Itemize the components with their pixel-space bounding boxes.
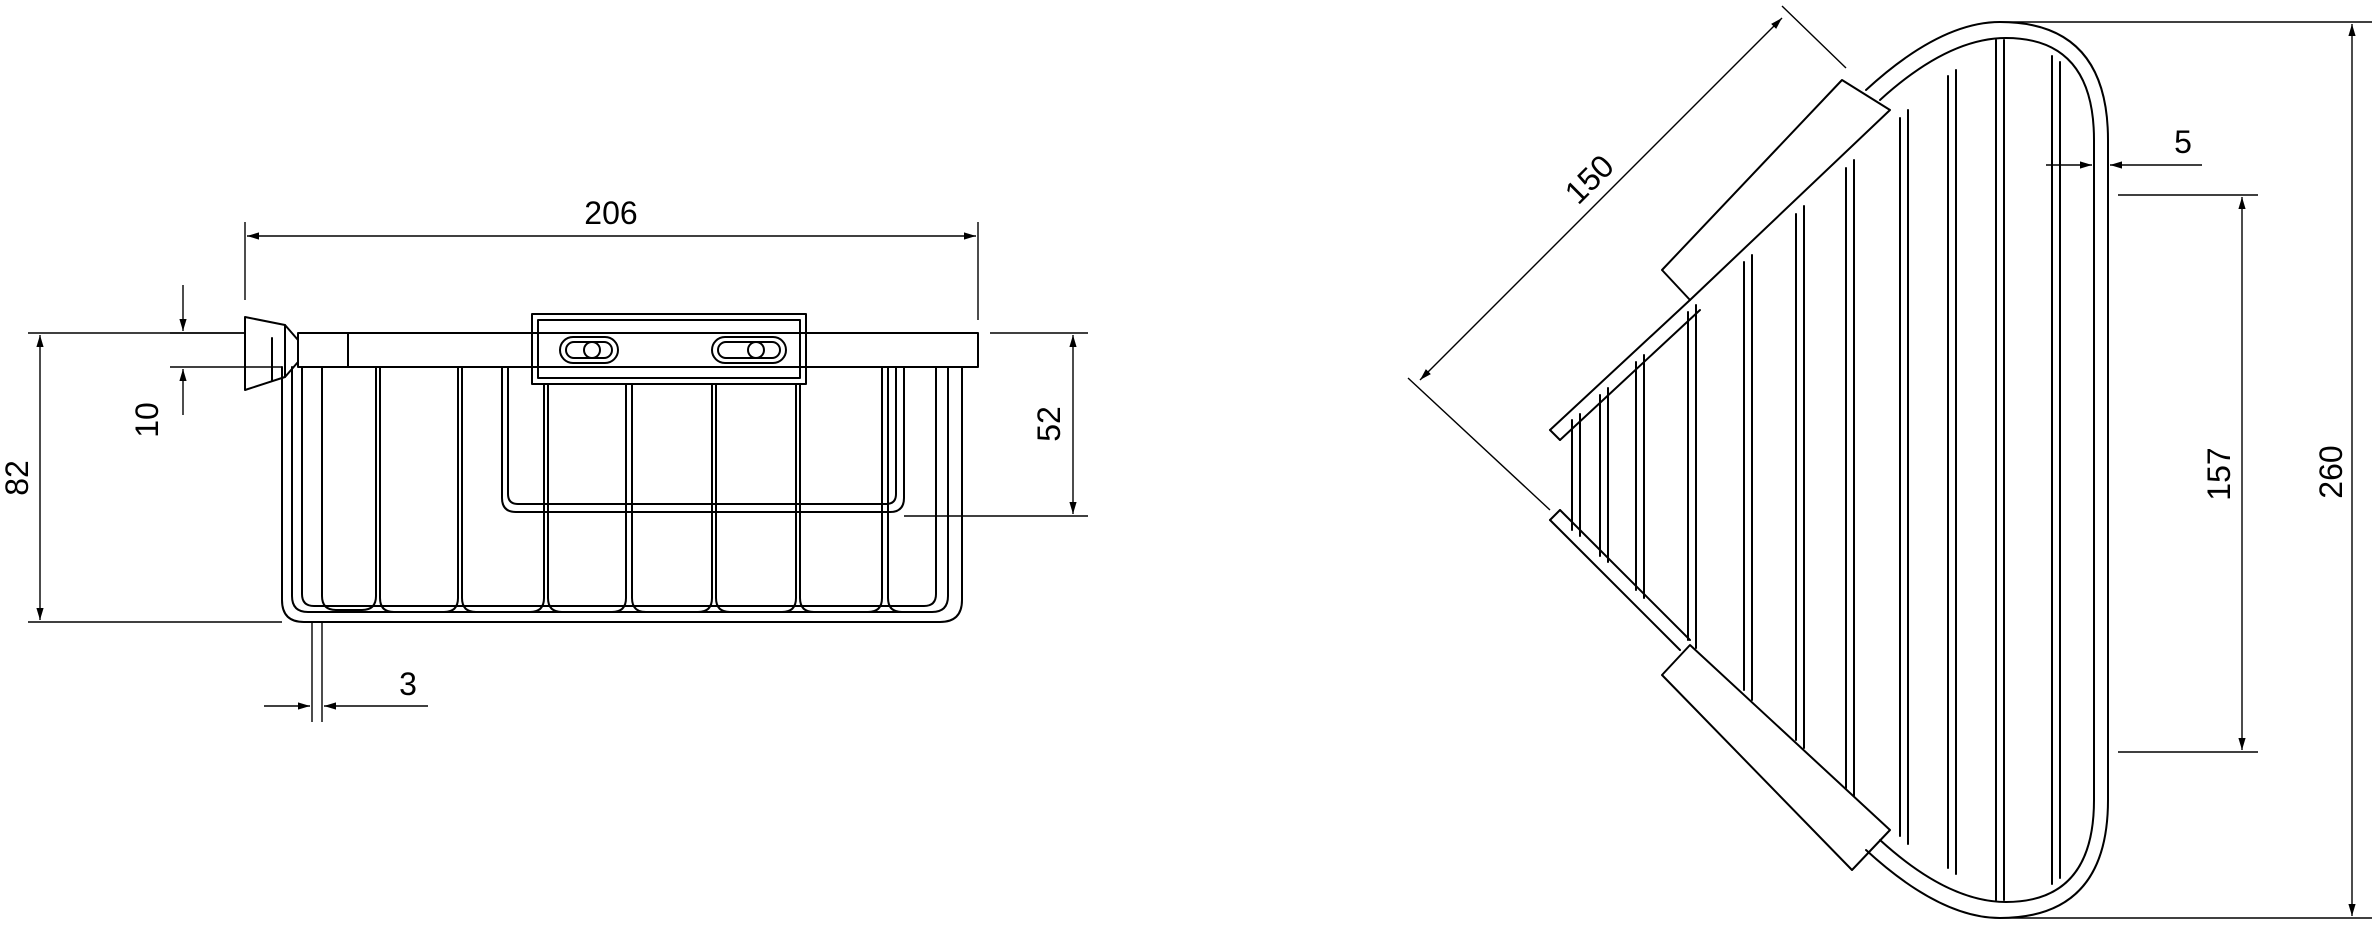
- dim-5-label: 5: [2174, 124, 2192, 160]
- dim-3-label: 3: [399, 666, 417, 702]
- dim-82: 82: [0, 332, 282, 623]
- dim-10: 10: [129, 285, 282, 438]
- side-view: 206 10 82 52 3: [0, 195, 1088, 722]
- dim-260-label: 260: [2313, 445, 2349, 498]
- top-view: 150 5 157 260: [1407, 5, 2372, 919]
- dim-157: 157: [2118, 194, 2258, 753]
- dim-150-label: 150: [1558, 148, 1621, 211]
- basket-wires: [281, 366, 963, 623]
- top-rail: [297, 332, 979, 368]
- outer-rim: [1865, 21, 2109, 919]
- dim-82-label: 82: [0, 460, 35, 496]
- dim-10-label: 10: [129, 402, 165, 438]
- dim-150: 150: [1407, 5, 1847, 511]
- dim-5: 5: [2046, 124, 2202, 180]
- dim-157-label: 157: [2201, 447, 2237, 500]
- dim-206-label: 206: [584, 195, 637, 231]
- dim-206: 206: [244, 195, 979, 320]
- mounting-bracket: [531, 313, 807, 385]
- dim-52-label: 52: [1031, 406, 1067, 442]
- basket-wires-top: [1571, 39, 2061, 901]
- dim-3: 3: [264, 622, 428, 722]
- dim-52: 52: [904, 332, 1088, 517]
- dim-260: 260: [2000, 21, 2372, 919]
